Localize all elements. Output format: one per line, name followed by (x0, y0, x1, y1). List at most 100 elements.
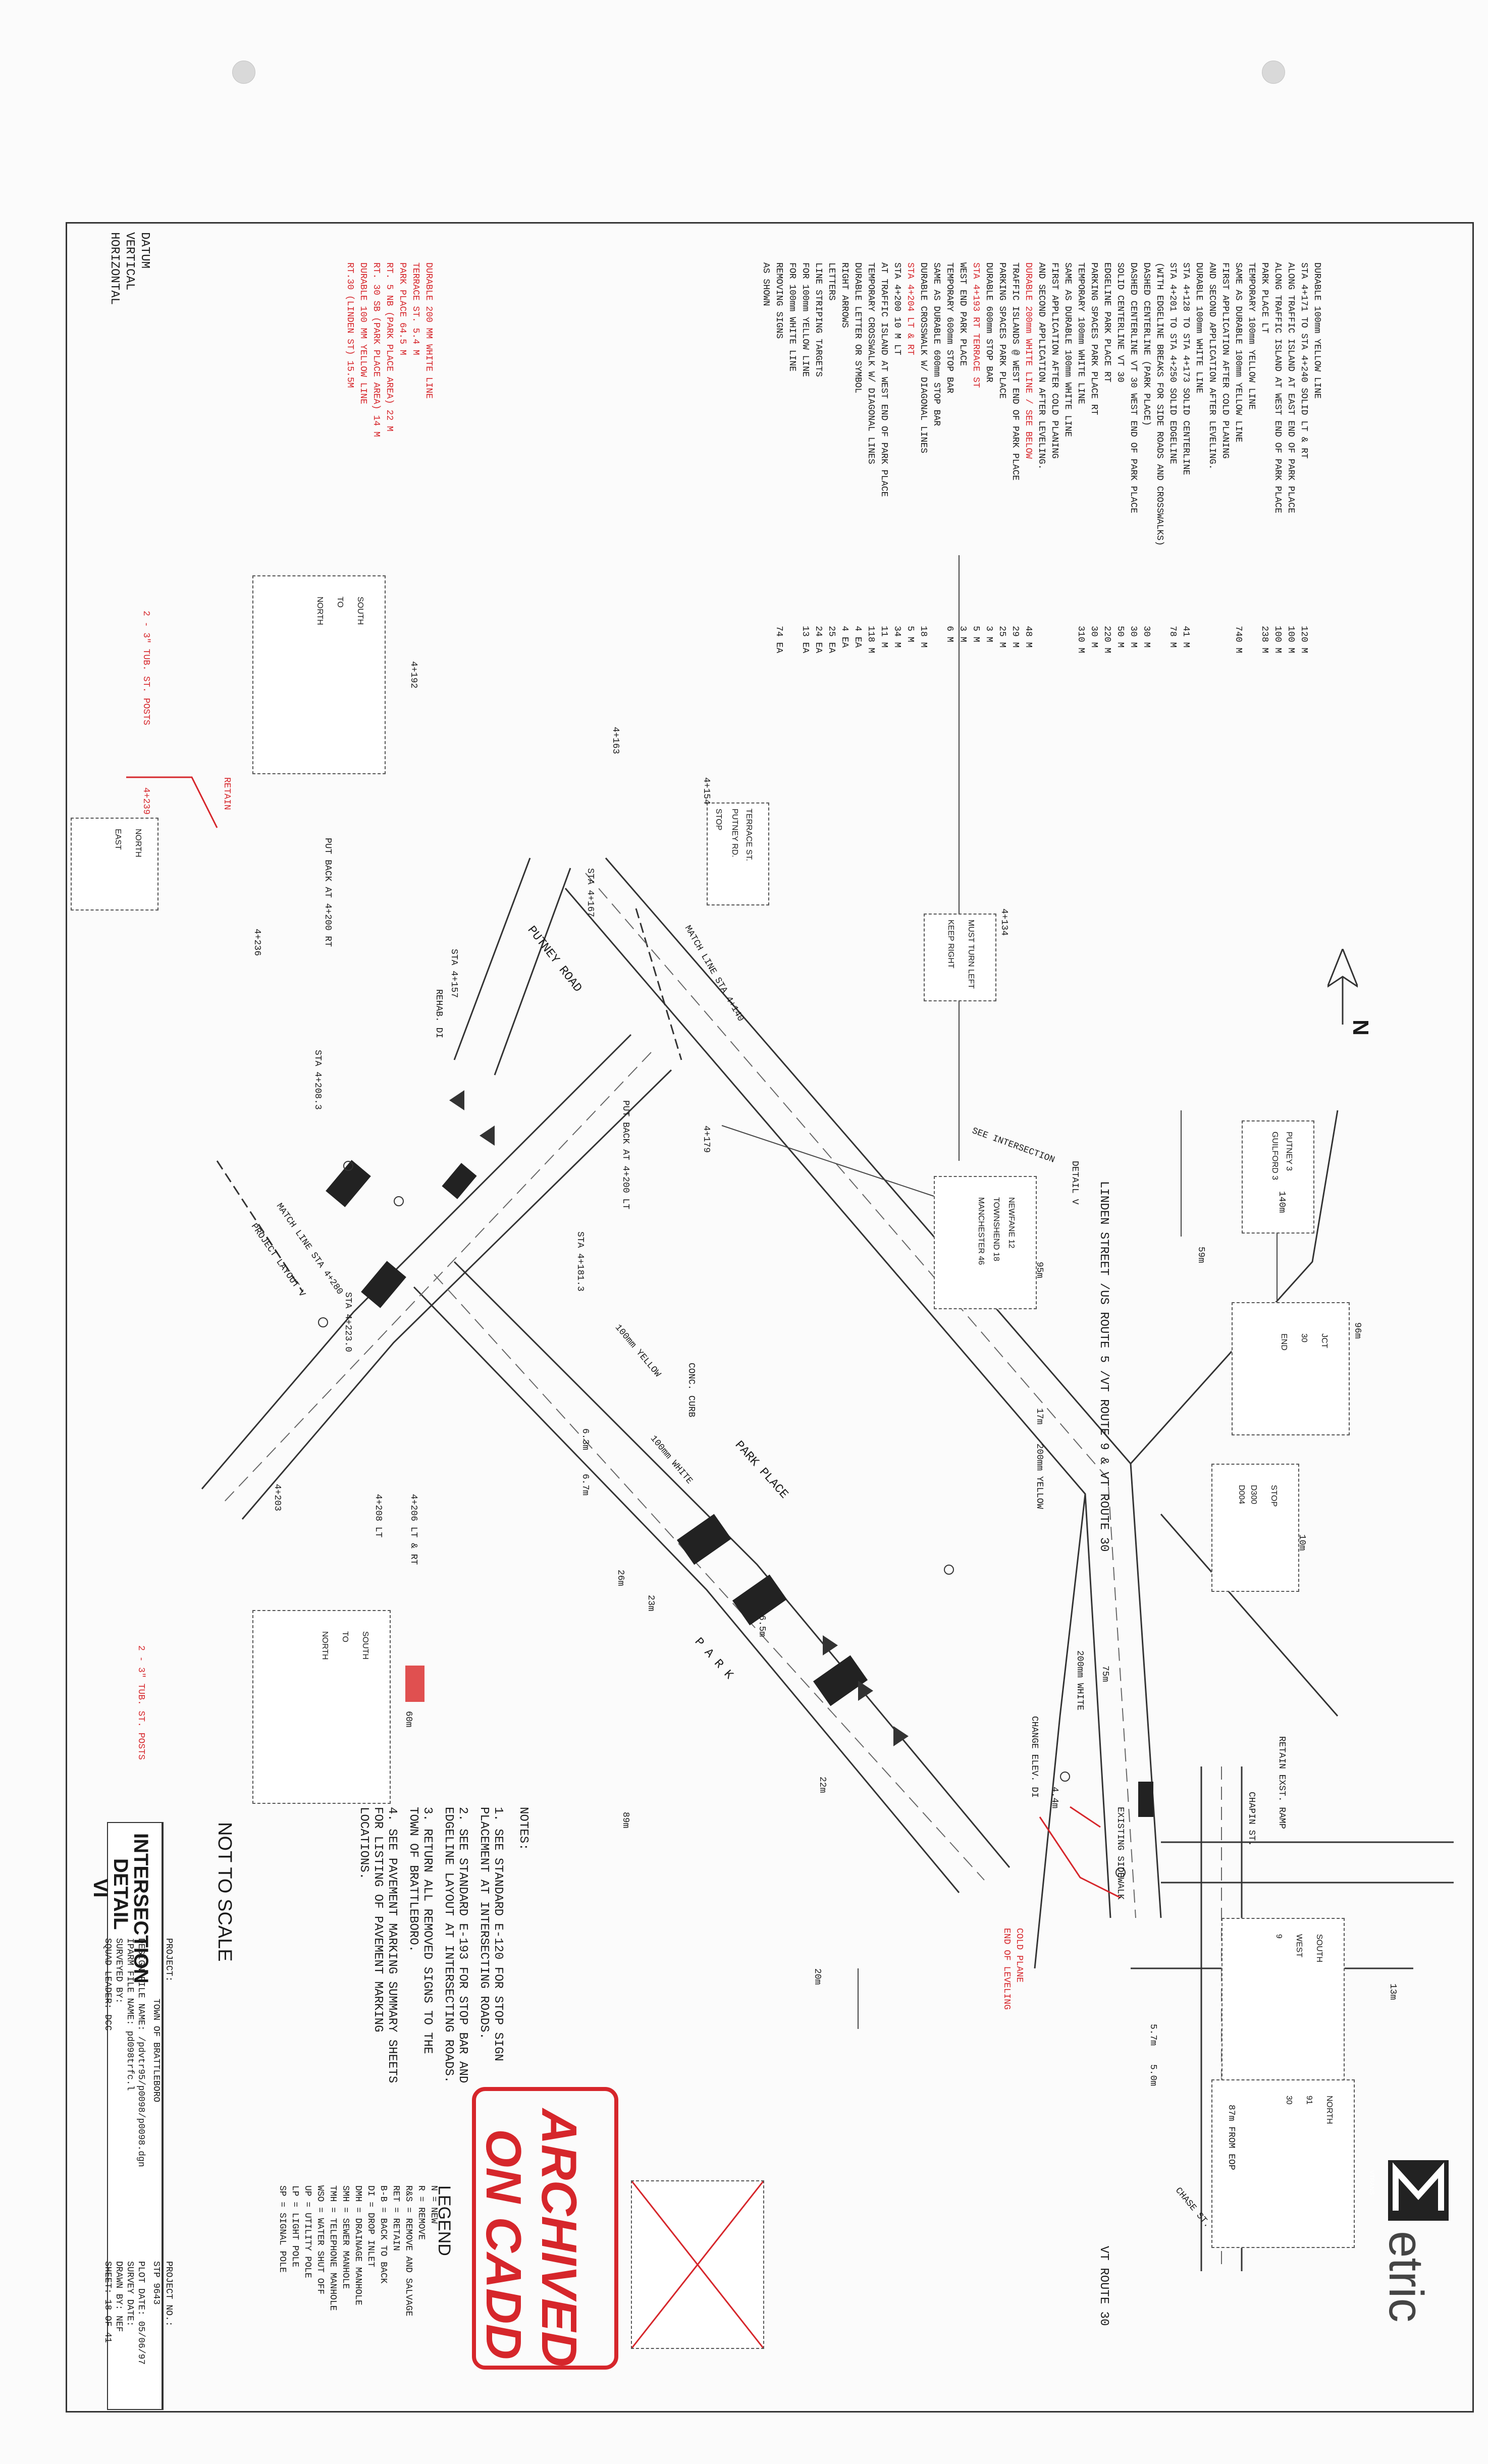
sign-text: EAST (114, 829, 122, 850)
quantity-item-text: TEMPORARY 100mm YELLOW LINE (1246, 262, 1256, 410)
sign-text: JCT (1320, 1333, 1328, 1349)
putney-road-edge-1 (201, 1034, 632, 1489)
north-arrow-icon (1327, 949, 1358, 1025)
tub-posts-label-2: 2 - 3" TUB. ST. POSTS (136, 1645, 146, 1760)
legend-item: R = REMOVE (416, 2185, 426, 2240)
drawn-by: DRAWN BY: NEF (114, 2261, 124, 2332)
sign-text: TOWNSHEND 18 (992, 1197, 1000, 1261)
yellow-200-label: 200mm YELLOW (1034, 1443, 1044, 1509)
sign-assembly-left-1: SOUTH TO NORTH (252, 575, 386, 774)
quantity-item-text: RIGHT ARROWS (839, 262, 849, 328)
quantity-item-text: SOLID CENTERLINE VT 30 (1115, 262, 1125, 383)
terrace-edge-1 (453, 858, 531, 1060)
sta-4223-label: STA 4+223.0 (343, 1292, 353, 1352)
cold-plane-label: COLD PLANE (1014, 1928, 1024, 1983)
quantity-item-amount: 41 M (1181, 626, 1191, 648)
quantity-item-amount: 4 EA (839, 626, 849, 648)
dim-89: 89m (620, 1812, 630, 1829)
dim-60: 60m (403, 1711, 413, 1728)
dim-57: 5.7m (1148, 2024, 1158, 2046)
vt-route-30-label: VT ROUTE 30 (1097, 2246, 1110, 2326)
title-block-divider (163, 1822, 164, 2410)
project-no: STP 9643 (151, 2261, 161, 2305)
sign-text: 9 (1274, 1934, 1283, 1939)
tub-posts-label-1: 2 - 3" TUB. ST. POSTS (141, 611, 151, 725)
road-edge-3 (1130, 1110, 1339, 1465)
dim-50: 5.0m (1148, 2064, 1158, 2086)
quantity-item-text: DASHED CENTERLINE VT 30 WEST END OF PARK… (1128, 262, 1138, 513)
cross-out-mark (632, 2181, 763, 2348)
revision-mark (405, 1666, 424, 1702)
put-back-rt-label: PUT BACK AT 4+200 RT (323, 838, 333, 947)
plot-date: PLOT DATE: 05/06/97 (136, 2261, 146, 2365)
quantity-item-text: PARK PLACE 64.5 M (397, 262, 407, 355)
quantity-item-text: SAME AS DURABLE 100mm YELLOW LINE (1233, 262, 1243, 443)
quantity-item-amount: 4 EA (853, 626, 863, 648)
sign-text: STOP (1269, 1485, 1278, 1507)
not-to-scale: NOT TO SCALE (214, 1822, 235, 1962)
conc-curb-label: CONC. CURB (686, 1363, 696, 1418)
note-item: 2. SEE STANDARD E-193 FOR STOP BAR AND E… (442, 1807, 469, 2083)
retain-label: RETAIN (222, 777, 232, 810)
dim-67: 6.7m (580, 1474, 590, 1496)
sign-text: SOUTH (1315, 1934, 1323, 1962)
quantity-item-text: EDGELINE PARK PLACE RT (1102, 262, 1112, 383)
title-block: INTERSECTION DETAIL VI (89, 1822, 163, 2410)
quantity-item-amount: 78 M (1167, 626, 1178, 648)
quantity-item-amount: 118 M (866, 626, 876, 654)
sign-text: MANCHESTER 46 (977, 1197, 985, 1265)
change-elev-di-label: CHANGE ELEV. DI (1029, 1716, 1039, 1798)
quantity-item-text: STA 4+171 TO STA 4+240 SOLID LT & RT (1299, 262, 1309, 459)
dim-23: 23m (646, 1595, 656, 1612)
quantity-item-text: DURABLE 100mm YELLOW LINE (1312, 262, 1322, 399)
sign-text: PUTNEY RD. (730, 809, 739, 858)
existing-sidewalk-label: EXISTING SIDEWALK (1115, 1807, 1125, 1900)
sign-text: NORTH (315, 597, 324, 625)
quantity-item-text: FIRST APPLICATION AFTER COLD PLANING (1049, 262, 1059, 459)
sign-text: PUTNEY 3 (1285, 1132, 1293, 1171)
sign-text: TO (336, 597, 344, 608)
sign-stop-pair: STOP D300 D004 (1211, 1464, 1299, 1592)
sign-terrace-st: TERRACE ST. PUTNEY RD. STOP (707, 802, 769, 905)
project-no-label: PROJECT NO.: (164, 2261, 174, 2327)
quantity-item-text: SAME AS DURABLE 600mm STOP BAR (931, 262, 941, 426)
datum-horizontal: HORIZONTAL (108, 232, 121, 305)
sta-4203-label: 4+203 (272, 1484, 282, 1512)
dim-59: 59m (1196, 1247, 1206, 1263)
legend-item: WSO = WATER SHUT OFF (315, 2185, 325, 2295)
sta-4157-label: STA 4+157 (449, 949, 459, 998)
linden-street-label: LINDEN STREET /US ROUTE 5 /VT ROUTE 9 & … (1097, 1181, 1110, 1552)
sign-crossed-out (631, 2180, 764, 2349)
dim-140: 140m (1277, 1191, 1287, 1213)
dim-13: 13m (1388, 1984, 1398, 2000)
quantity-item-amount: 100 M (1272, 626, 1283, 654)
sign-assembly-left-2: SOUTH TO NORTH (252, 1610, 391, 1804)
terrace-edge-2 (494, 868, 571, 1076)
quantity-item-text: AND SECOND APPLICATION AFTER LEVELING. (1207, 262, 1217, 470)
north-label: N (1348, 1020, 1373, 1036)
quantity-item-amount: 5 M (905, 626, 915, 642)
sign-text: STOP (714, 809, 723, 831)
sta-4167-label: STA 4+167 (585, 868, 595, 918)
detail-v-label: DETAIL V (1070, 1161, 1080, 1205)
quantity-item-text: RT. 5 NB (PARK PLACE AREA) 22 M (384, 262, 394, 432)
quantity-item-text: FOR 100mm WHITE LINE (787, 262, 797, 372)
quantity-item-text: DURABLE 100 MM YELLOW LINE (358, 262, 368, 404)
put-back-label: PUT BACK AT 4+200 LT (620, 1100, 630, 1210)
quantity-item-amount: 30 M (1089, 626, 1099, 648)
metric-m-icon (1388, 2160, 1449, 2221)
quantity-item-text: PARK PLACE LT (1259, 262, 1269, 334)
dim-17: 17m (1034, 1408, 1044, 1425)
legend-item: DMH = DRAINAGE MANHOLE (353, 2185, 363, 2306)
legend-item: N = NEW (429, 2185, 439, 2224)
quantity-item-text: TEMPORARY 100mm WHITE LINE (1076, 262, 1086, 404)
quantity-item-amount: 25 EA (826, 626, 836, 654)
quantity-item-amount: 220 M (1102, 626, 1112, 654)
dim-75: 75m (1100, 1666, 1110, 1682)
sign-text: KEEP RIGHT (946, 920, 955, 969)
quantity-item-text: PARKING SPACES PARK PLACE RT (1089, 262, 1099, 415)
dim-10: 10m (1297, 1534, 1307, 1551)
sheet-border (66, 222, 1474, 2413)
dim-44: 4.4m (1049, 1787, 1059, 1809)
